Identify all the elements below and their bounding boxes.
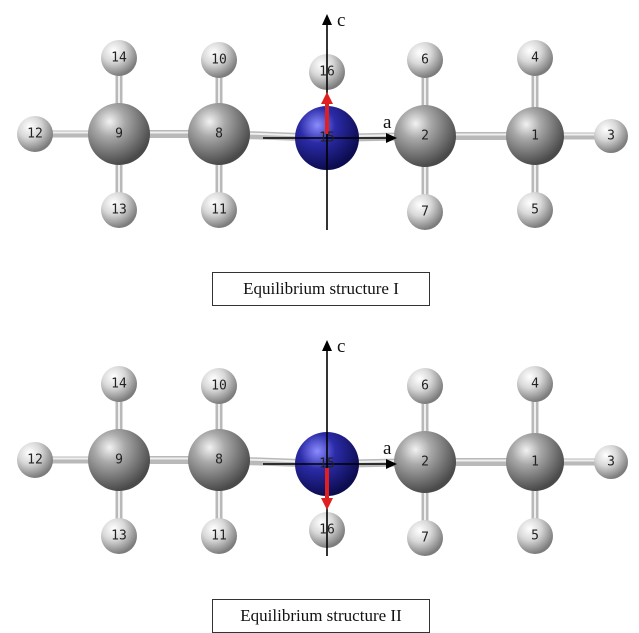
atom-label-13: 13 [111,203,127,218]
a-axis-arrowhead [386,133,397,143]
atom-7 [407,520,443,556]
atom-12 [17,442,53,478]
a-axis-label: a [383,438,392,459]
atom-label-1: 1 [531,129,539,144]
atom-4 [517,40,553,76]
a-axis-arrowhead [386,459,397,469]
atom-label-5: 5 [531,529,539,544]
atom-label-15: 15 [319,457,335,472]
atom-10 [201,42,237,78]
a-axis-label: a [383,112,392,133]
atom-11 [201,518,237,554]
atom-label-10: 10 [211,53,227,68]
atom-14 [101,366,137,402]
atom-4 [517,366,553,402]
atom-label-13: 13 [111,529,127,544]
atom-7 [407,194,443,230]
atom-label-12: 12 [27,453,43,468]
atom-label-9: 9 [115,453,123,468]
atom-10 [201,368,237,404]
atom-6 [407,42,443,78]
atom-label-14: 14 [111,51,127,66]
atom-label-4: 4 [531,51,539,66]
atom-13 [101,518,137,554]
atom-9 [88,429,150,491]
atom-label-1: 1 [531,455,539,470]
atom-label-8: 8 [215,453,223,468]
caption-structure-1: Equilibrium structure I [212,272,430,306]
atom-8 [188,103,250,165]
atom-label-3: 3 [607,129,615,144]
atom-label-16: 16 [319,65,335,80]
caption-structure-2: Equilibrium structure II [212,599,430,633]
atom-label-3: 3 [607,455,615,470]
c-axis-arrowhead [322,14,332,25]
dipole-arrowhead [321,92,333,104]
atom-12 [17,116,53,152]
atom-label-11: 11 [211,203,227,218]
c-axis-arrowhead [322,340,332,351]
atom-label-15: 15 [319,131,335,146]
atom-label-14: 14 [111,377,127,392]
atom-2 [394,431,456,493]
atom-5 [517,518,553,554]
atom-label-7: 7 [421,531,429,546]
atom-11 [201,192,237,228]
atom-5 [517,192,553,228]
atom-label-12: 12 [27,127,43,142]
atom-3 [594,445,628,479]
atom-label-6: 6 [421,379,429,394]
atom-9 [88,103,150,165]
atom-label-5: 5 [531,203,539,218]
atom-1 [506,433,564,491]
atom-label-8: 8 [215,127,223,142]
atom-label-2: 2 [421,129,429,144]
atom-3 [594,119,628,153]
atom-1 [506,107,564,165]
atom-2 [394,105,456,167]
c-axis-label: c [337,336,345,357]
atom-label-9: 9 [115,127,123,142]
atom-6 [407,368,443,404]
atom-label-4: 4 [531,377,539,392]
atom-label-10: 10 [211,379,227,394]
atom-label-16: 16 [319,523,335,538]
atom-13 [101,192,137,228]
atom-label-7: 7 [421,205,429,220]
atom-label-6: 6 [421,53,429,68]
atom-8 [188,429,250,491]
c-axis-label: c [337,10,345,31]
atom-14 [101,40,137,76]
atom-label-2: 2 [421,455,429,470]
atom-label-11: 11 [211,529,227,544]
dipole-arrowhead [321,498,333,510]
